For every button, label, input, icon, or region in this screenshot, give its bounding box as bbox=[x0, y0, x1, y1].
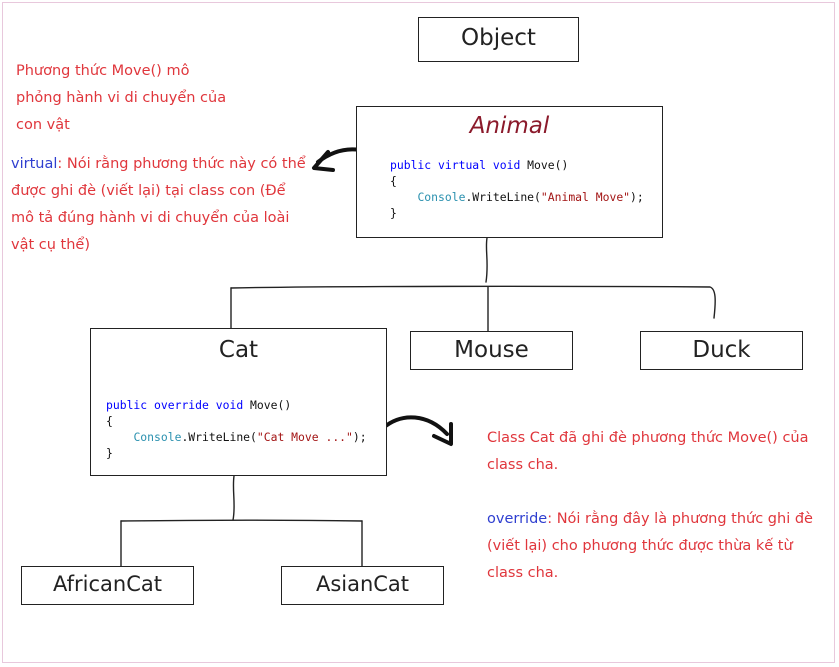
class-box-animal: Animal public virtual void Move() { Cons… bbox=[356, 106, 663, 238]
class-title-mouse: Mouse bbox=[454, 337, 529, 363]
code-text: } bbox=[390, 206, 397, 220]
class-box-duck: Duck bbox=[640, 331, 803, 370]
code-text: ); bbox=[352, 430, 367, 444]
code-keyword: public bbox=[390, 158, 432, 172]
note-text: : Nói rằng đây là phương thức ghi đè (vi… bbox=[487, 511, 813, 581]
class-title-duck: Duck bbox=[692, 337, 751, 363]
arrowhead-override bbox=[432, 422, 453, 446]
code-text: } bbox=[106, 446, 113, 460]
class-title-animal: Animal bbox=[469, 113, 550, 139]
code-text: ); bbox=[630, 190, 644, 204]
note-text: Phương thức Move() mô phỏng hành vi di c… bbox=[16, 63, 227, 133]
note-cat-override: Class Cat đã ghi đè phương thức Move() c… bbox=[487, 425, 822, 479]
connector-children-bar bbox=[230, 285, 716, 319]
code-text: { bbox=[390, 174, 397, 188]
curved-arrow-override bbox=[381, 415, 449, 436]
code-type: Console bbox=[133, 430, 182, 444]
connector-cat-bar bbox=[120, 519, 363, 522]
code-text: .WriteLine( bbox=[181, 430, 257, 444]
keyword-override: override bbox=[487, 511, 548, 527]
class-title-asiancat: AsianCat bbox=[315, 572, 410, 596]
code-text: { bbox=[106, 414, 113, 428]
note-text: Class Cat đã ghi đè phương thức Move() c… bbox=[487, 430, 809, 473]
code-keyword: void bbox=[215, 398, 244, 412]
class-box-asiancat: AsianCat bbox=[281, 566, 444, 605]
class-title-cat: Cat bbox=[218, 337, 259, 363]
note-override-description: override: Nói rằng đây là phương thức gh… bbox=[487, 506, 827, 587]
class-box-africancat: AfricanCat bbox=[21, 566, 194, 605]
class-box-mouse: Mouse bbox=[410, 331, 573, 370]
arrowhead-virtual bbox=[312, 150, 335, 172]
connector-cat-trunk bbox=[232, 475, 235, 521]
class-title-africancat: AfricanCat bbox=[53, 572, 162, 596]
code-text: .WriteLine( bbox=[465, 190, 541, 204]
code-keyword: public bbox=[106, 398, 148, 412]
code-block-cat: public override void Move() { Console.Wr… bbox=[106, 397, 367, 461]
class-box-object: Object bbox=[418, 17, 579, 62]
code-keyword: virtual bbox=[438, 158, 487, 172]
keyword-virtual: virtual bbox=[11, 156, 58, 172]
note-virtual-description: virtual: Nói rằng phương thức này có thể… bbox=[11, 151, 307, 259]
code-text: Move() bbox=[520, 158, 569, 172]
code-string: "Cat Move ..." bbox=[256, 430, 353, 444]
connector-animal-trunk bbox=[485, 237, 488, 283]
code-text: Move() bbox=[243, 398, 292, 412]
class-box-cat: Cat public override void Move() { Consol… bbox=[90, 328, 387, 476]
code-keyword: void bbox=[492, 158, 521, 172]
note-move-description: Phương thức Move() mô phỏng hành vi di c… bbox=[16, 58, 231, 139]
code-block-animal: public virtual void Move() { Console.Wri… bbox=[390, 157, 644, 221]
code-type: Console bbox=[417, 190, 466, 204]
note-text: : Nói rằng phương thức này có thể được g… bbox=[11, 156, 306, 253]
code-string: "Animal Move" bbox=[540, 190, 631, 204]
class-title-object: Object bbox=[461, 25, 536, 51]
code-keyword: override bbox=[154, 398, 209, 412]
